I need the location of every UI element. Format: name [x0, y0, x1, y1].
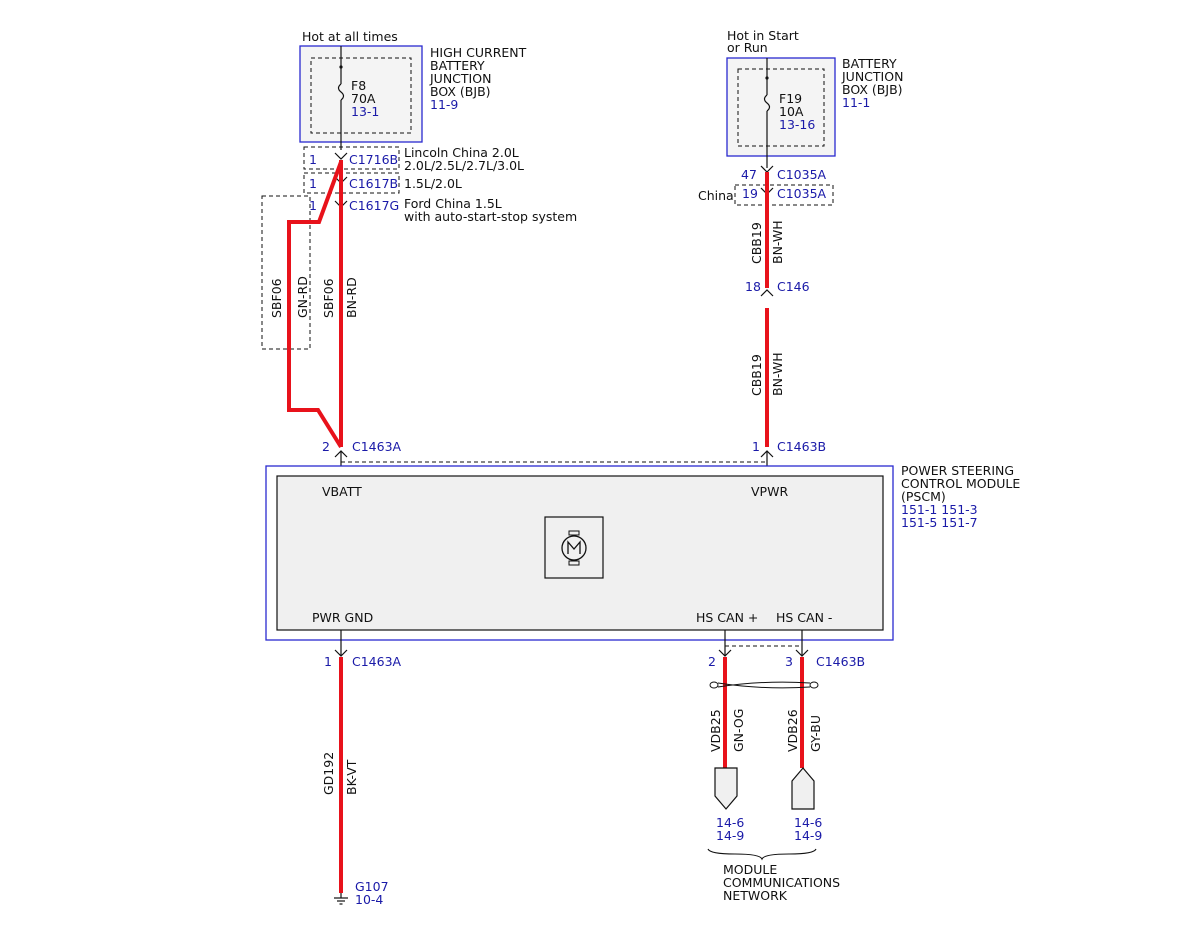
vpwr-label: VPWR	[751, 484, 788, 499]
c1035a-pin: 47	[741, 167, 757, 182]
c146-id: C146	[777, 279, 810, 294]
c1035a-china-id: C1035A	[777, 186, 827, 201]
hc-feed-label: Hot at all times	[302, 29, 398, 44]
bjb-inner	[737, 68, 825, 147]
pscm-name-3: (PSCM)	[901, 489, 946, 504]
vdb25-color: GN-OG	[731, 709, 746, 752]
bjb-ref: 11-1	[842, 95, 870, 110]
hc-bjb-name-1: HIGH CURRENT	[430, 45, 527, 60]
c1035a-china-pin: 19	[742, 186, 758, 201]
hc-bjb-ref: 11-9	[430, 97, 458, 112]
bjb-name-3: BOX (BJB)	[842, 82, 903, 97]
sbf06-gn-circuit: SBF06	[269, 278, 284, 318]
sbf06-bn-circuit: SBF06	[321, 278, 336, 318]
network-label-1: MODULE	[723, 862, 777, 877]
bjb-name-2: JUNCTION	[841, 69, 903, 84]
vdb26-color: GY-BU	[808, 715, 823, 752]
c1617g-id: C1617G	[349, 198, 399, 213]
cbb19-upper-circuit: CBB19	[749, 222, 764, 264]
bjb-name-1: BATTERY	[842, 56, 897, 71]
c1035a-china-label: China	[698, 188, 734, 203]
network-label-2: COMMUNICATIONS	[723, 875, 840, 890]
c1716b-id: C1716B	[349, 152, 398, 167]
gd192-color: BK-VT	[344, 759, 359, 795]
bjb-feed-label-1: Hot in Start	[727, 28, 799, 43]
c1617g-note-2: with auto-start-stop system	[404, 209, 577, 224]
vbatt-connector: C1463A	[352, 439, 402, 454]
fuse-f8-icon	[337, 83, 345, 101]
cbb19-upper-color: BN-WH	[770, 220, 785, 264]
twisted-pair-icon	[709, 681, 819, 689]
network-label-3: NETWORK	[723, 888, 788, 903]
can-plus-pin: 2	[708, 654, 716, 669]
hc-bjb-inner	[310, 57, 412, 134]
c146-pin: 18	[745, 279, 761, 294]
ground-ref: 10-4	[355, 892, 383, 907]
c1617g-note-1: Ford China 1.5L	[404, 196, 502, 211]
c1617b-pin: 1	[309, 176, 317, 191]
gd192-circuit: GD192	[321, 752, 336, 795]
net-ref-a-2: 14-9	[716, 828, 744, 843]
pwr-gnd-label: PWR GND	[312, 610, 373, 625]
c1716b-note-2: 2.0L/2.5L/2.7L/3.0L	[404, 158, 524, 173]
fuse-f8-id: F8	[351, 78, 366, 93]
sbf06-gn-color: GN-RD	[295, 276, 310, 318]
net-ref-b-1: 14-6	[794, 815, 822, 830]
pscm-name-1: POWER STEERING	[901, 463, 1014, 478]
can-minus-label: HS CAN -	[776, 610, 832, 625]
c146-connector	[760, 289, 774, 297]
hc-bjb-name-2: BATTERY	[430, 58, 485, 73]
can-minus-in-icon	[791, 767, 815, 810]
vdb25-circuit: VDB25	[708, 709, 723, 752]
vpwr-connector: C1463B	[777, 439, 826, 454]
can-plus-label: HS CAN +	[696, 610, 758, 625]
c1617b-id: C1617B	[349, 176, 398, 191]
can-minus-pin: 3	[785, 654, 793, 669]
network-brace	[707, 848, 817, 861]
pscm-refs-1: 151-1 151-3	[901, 502, 978, 517]
ground-id: G107	[355, 879, 389, 894]
fuse-f19-ref: 13-16	[779, 117, 815, 132]
motor-icon	[544, 516, 604, 579]
vbatt-pin: 2	[322, 439, 330, 454]
bjb-feed-label-2: or Run	[727, 40, 768, 55]
gnd-pin: 1	[324, 654, 332, 669]
gnd-connector: C1463A	[352, 654, 402, 669]
pscm-refs-2: 151-5 151-7	[901, 515, 978, 530]
vpwr-pin: 1	[752, 439, 760, 454]
hc-bjb-box	[299, 45, 423, 143]
c1617b-note-1: 1.5L/2.0L	[404, 176, 462, 191]
cbb19-lower-circuit: CBB19	[749, 354, 764, 396]
ground-icon	[334, 893, 348, 905]
vbatt-label: VBATT	[322, 484, 362, 499]
c1617g-pin: 1	[309, 198, 317, 213]
c1716b-pin: 1	[309, 152, 317, 167]
net-ref-a-1: 14-6	[716, 815, 744, 830]
fuse-f8-ref: 13-1	[351, 104, 379, 119]
can-plus-out-icon	[714, 767, 738, 810]
vdb26-circuit: VDB26	[785, 709, 800, 752]
pscm-name-2: CONTROL MODULE	[901, 476, 1020, 491]
fuse-f19-id: F19	[779, 91, 802, 106]
c1035a-id: C1035A	[777, 167, 827, 182]
hc-bjb-name-3: JUNCTION	[429, 71, 491, 86]
c1716b-note-1: Lincoln China 2.0L	[404, 145, 519, 160]
hc-bjb-name-4: BOX (BJB)	[430, 84, 491, 99]
wire-sbf06-gn-rd	[287, 161, 343, 449]
can-minus-connector: C1463B	[816, 654, 865, 669]
net-ref-b-2: 14-9	[794, 828, 822, 843]
fuse-f8-rating: 70A	[351, 91, 376, 106]
sbf06-bn-color: BN-RD	[344, 277, 359, 318]
fuse-f19-rating: 10A	[779, 104, 804, 119]
cbb19-lower-color: BN-WH	[770, 352, 785, 396]
bjb-box	[726, 57, 836, 157]
fuse-f19-icon	[763, 94, 771, 112]
